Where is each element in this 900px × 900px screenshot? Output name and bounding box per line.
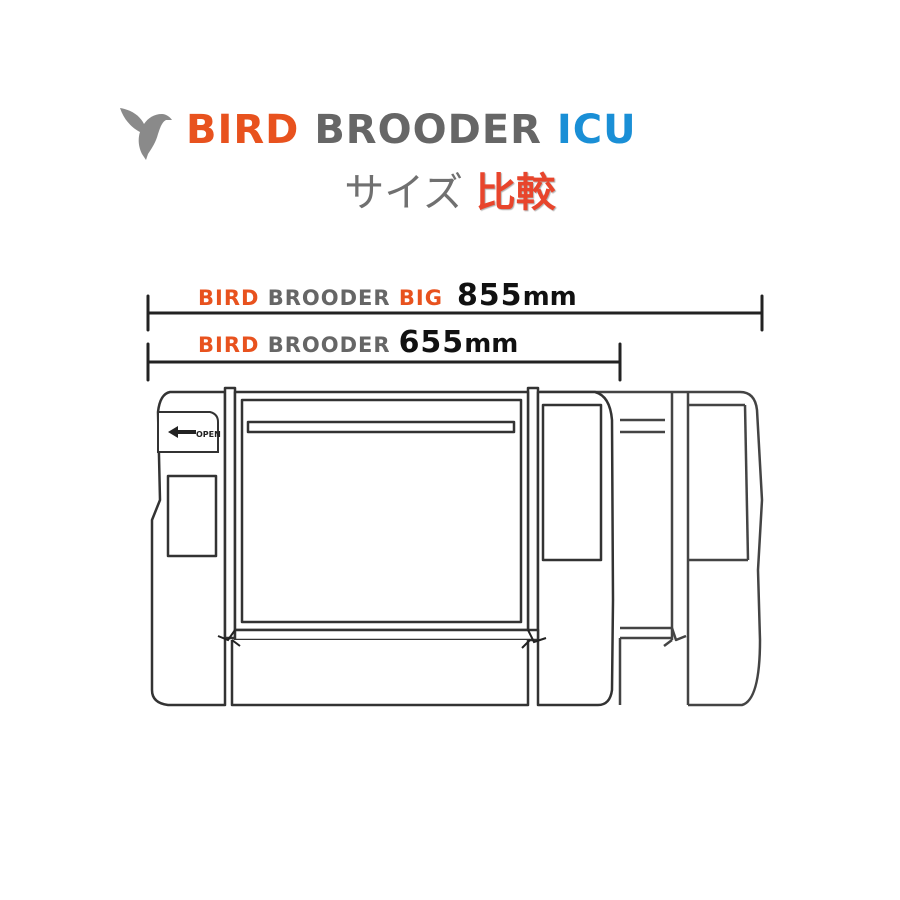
dimension-name-standard: BIRD BROODER: [198, 333, 391, 357]
dimension-line-standard: [146, 342, 622, 382]
dimension-label-standard: BIRD BROODER 655 mm: [198, 325, 518, 360]
dimension-unit-standard: mm: [464, 329, 519, 359]
brooder-standard-outline: [150, 386, 615, 707]
brand-title: BIRD BROODER ICU: [186, 107, 637, 153]
dimension-name-big: BIRD BROODER BIG: [198, 286, 443, 310]
dim-word-bird: BIRD: [198, 286, 260, 310]
bird-silhouette-icon: [120, 108, 172, 160]
dimension-value-standard: 655: [398, 325, 465, 360]
subtitle-size: サイズ: [344, 170, 464, 216]
panel-button-label: OPEN: [196, 430, 221, 439]
hinge-clips: [217, 629, 547, 649]
dim-word-brooder: BROODER: [267, 286, 391, 310]
dimension-label-big: BIRD BROODER BIG 855 mm: [198, 278, 577, 313]
brand-header: BIRD BROODER ICU: [118, 98, 637, 162]
dim-word-bird: BIRD: [198, 333, 260, 357]
dimension-unit-big: mm: [522, 282, 577, 312]
dim-word-brooder: BROODER: [267, 333, 391, 357]
brooder-big-outline: [540, 390, 764, 707]
panel-open-button: OPEN: [157, 411, 221, 453]
dimension-line-big: [146, 294, 764, 332]
dim-word-big: BIG: [398, 286, 443, 310]
dimension-value-big: 855: [456, 278, 523, 313]
arrow-left-icon: [168, 426, 196, 438]
brand-word-icu: ICU: [556, 107, 637, 153]
subtitle-comparison: 比較: [475, 170, 556, 216]
page-subtitle: サイズ 比較: [0, 160, 900, 218]
brand-word-brooder: BROODER: [314, 107, 542, 153]
brand-word-bird: BIRD: [186, 107, 300, 153]
